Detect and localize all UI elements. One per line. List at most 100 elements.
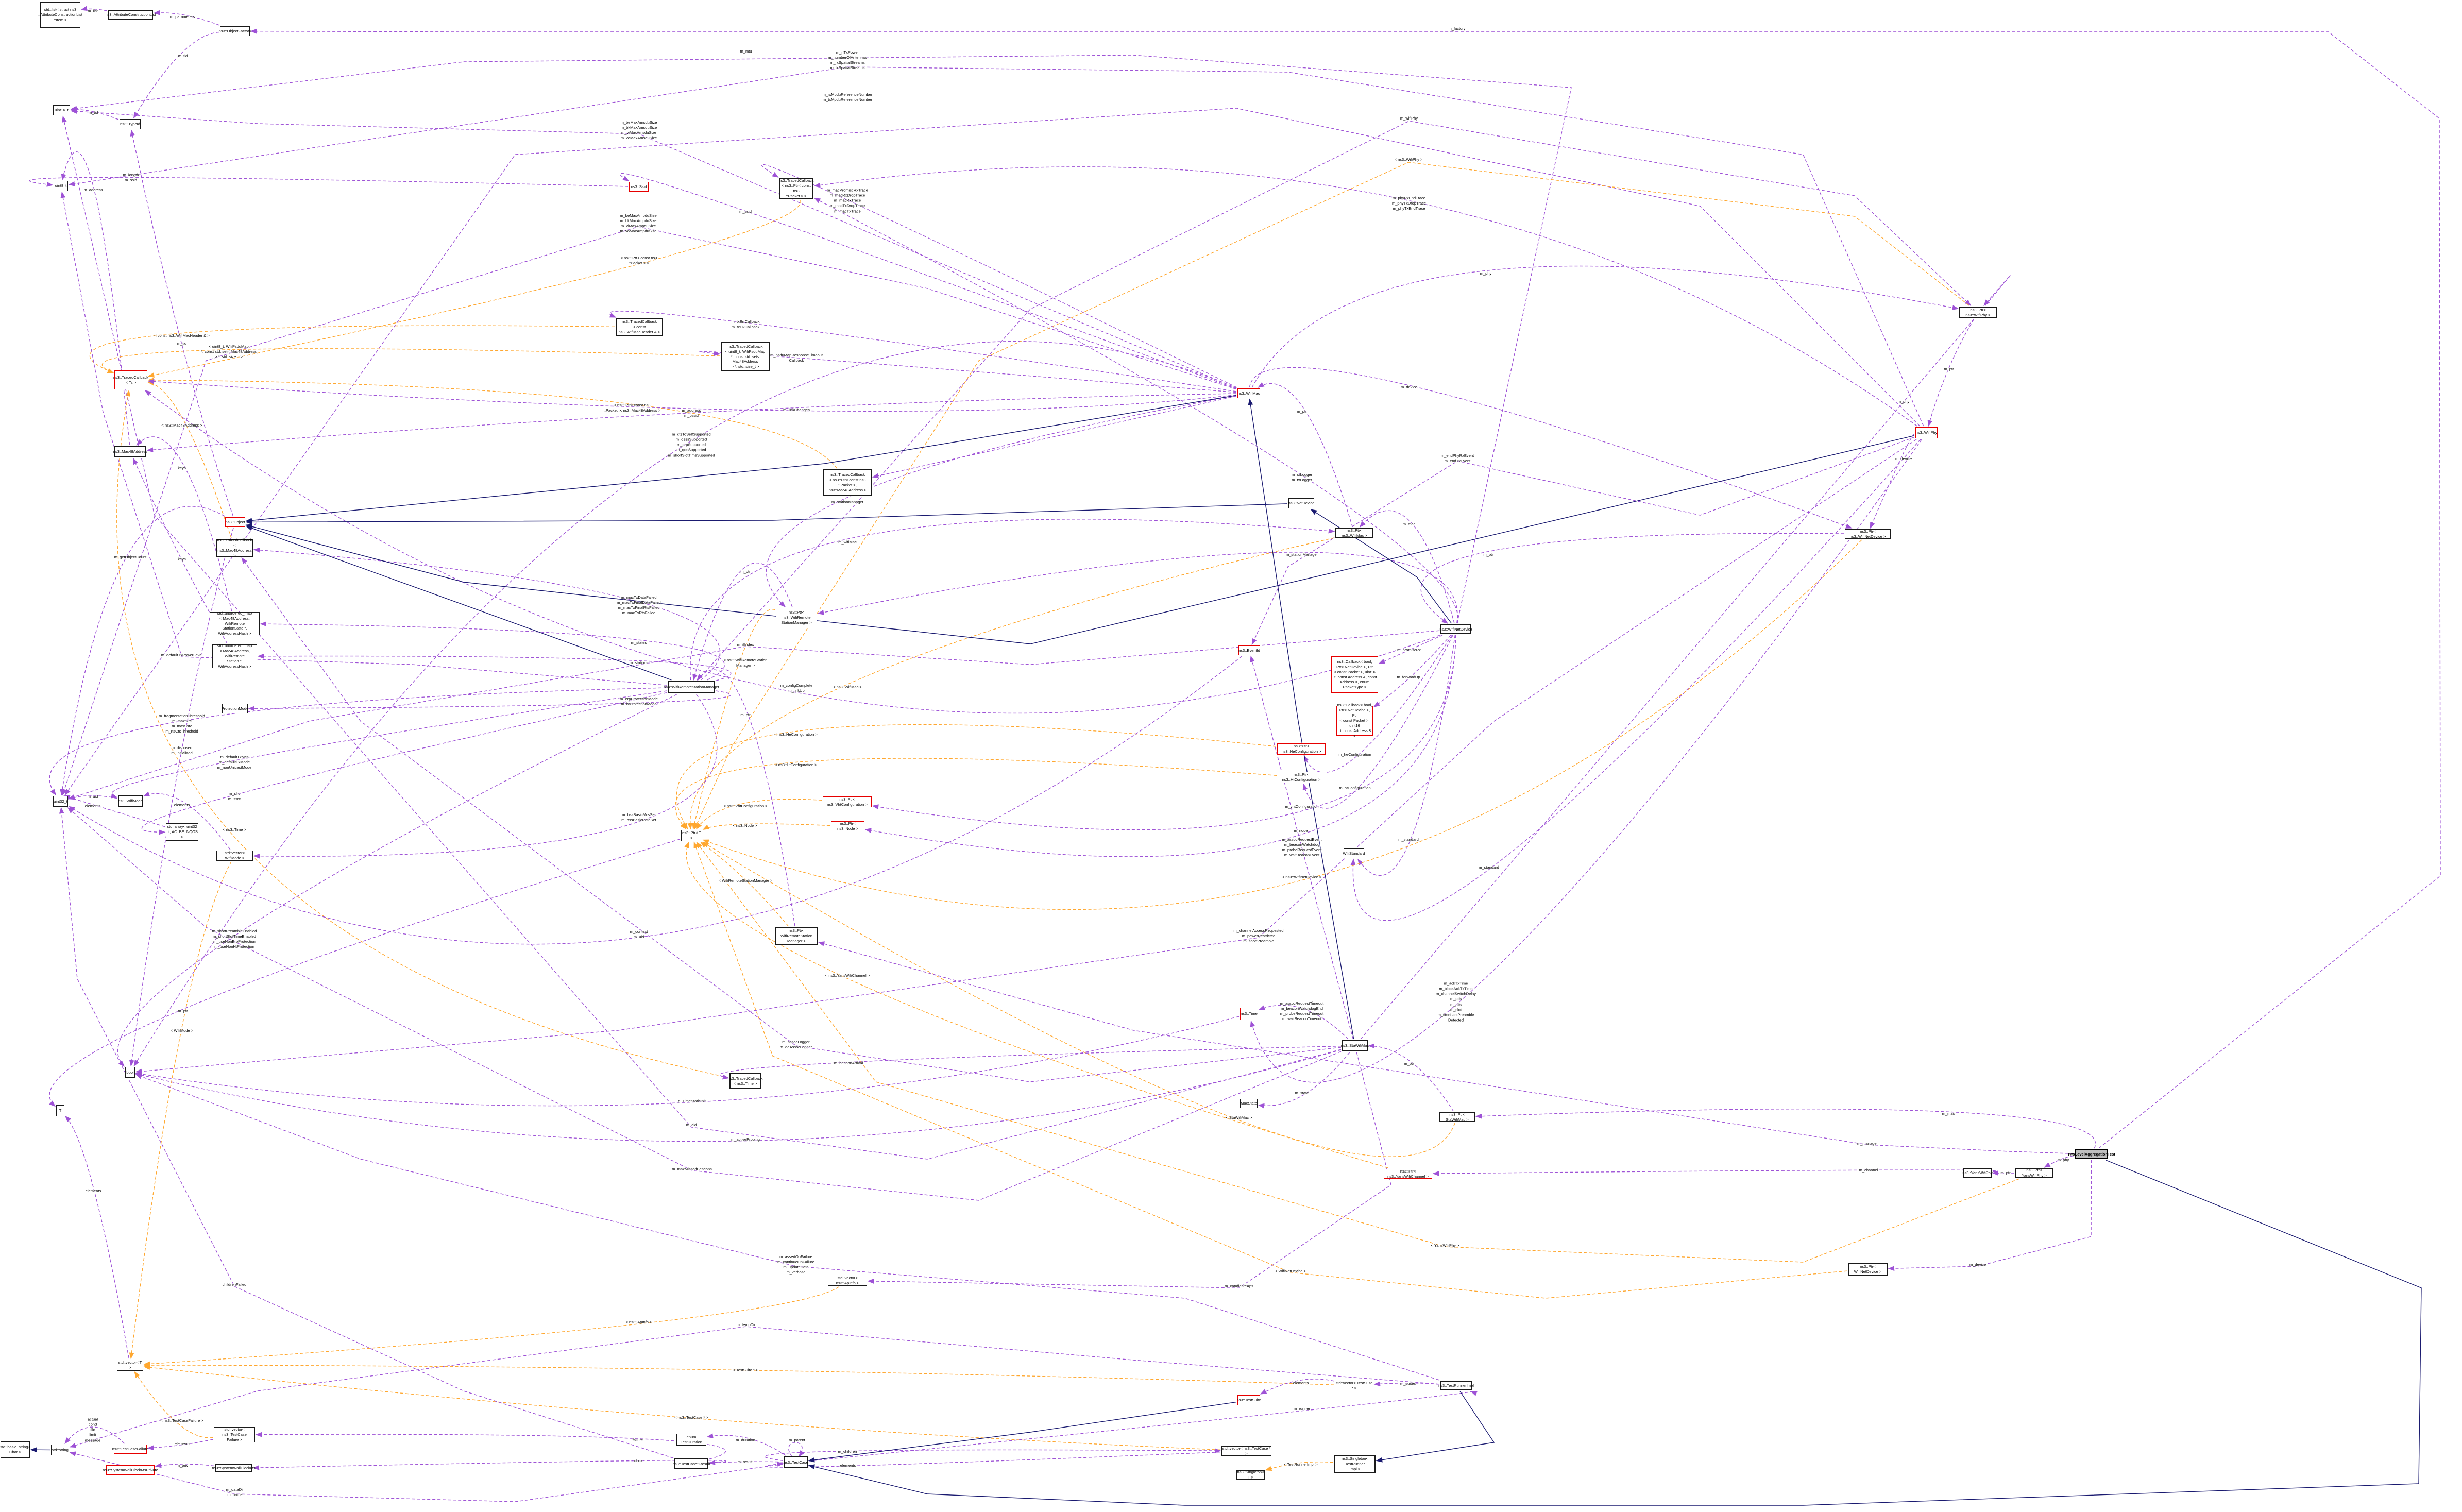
class-node-ssid[interactable]: ns3::Ssid	[629, 182, 649, 192]
class-node-time[interactable]: ns3::Time	[1240, 1008, 1258, 1020]
class-node-stawifimac[interactable]: ns3::StaWifiMac	[1341, 1040, 1369, 1051]
class-node-tc-packet[interactable]: ns3::TracedCallback < ns3::Ptr< const ns…	[778, 178, 814, 199]
class-node-swcm-private[interactable]: ns3::SystemWallClockMsPrivate	[103, 1465, 158, 1475]
class-node-vec-t[interactable]: std::vector< T >	[117, 1360, 143, 1371]
member-edge-wrsm-to-uint8_t	[60, 191, 667, 686]
class-node-wifinetdevice[interactable]: ns3::WifiNetDevice	[1439, 624, 1472, 634]
class-node-ptr-wrsm1[interactable]: ns3::Ptr< ns3::WifiRemote StationManager…	[776, 608, 817, 627]
class-node-vec-testsuite[interactable]: std::vector< TestSuite * >	[1335, 1380, 1373, 1390]
class-node-testcasefailure[interactable]: ns3::TestCaseFailure	[112, 1445, 148, 1454]
inheritance-edge-wifinetdevice-to-netdevice	[1310, 509, 1452, 624]
class-node-uint16-t[interactable]: uint16_t	[53, 105, 70, 115]
template-edge-singleton_tri-to-singleton_t	[1265, 1461, 1334, 1471]
class-node-ptr-wifinetdev-r[interactable]: ns3::Ptr< ns3::WifiNetDevice >	[1845, 529, 1891, 539]
class-node-netdevice[interactable]: ns3::NetDevice	[1288, 498, 1314, 508]
member-edge-wifinetdevice-to-tc_packet	[813, 197, 1458, 624]
template-edge-tc_packet-to-tc_ts	[147, 199, 801, 378]
member-edge-tlat-to-ptr_yansphy	[2044, 1155, 2074, 1168]
member-edge-wifiphy-to-eventid	[1251, 436, 1915, 645]
template-edge-ptr_stawifimac-to-ptr_t	[702, 842, 1455, 1157]
class-node-yanswifiphy[interactable]: ns3::YansWifiPhy	[1962, 1168, 1993, 1178]
class-node-acl[interactable]: ns3::AttributeConstructionList	[106, 10, 156, 20]
class-node-callback5[interactable]: ns3::Callback< bool, Ptr< NetDevice >, P…	[1336, 703, 1373, 738]
class-node-basic-string[interactable]: std::basic_string< Char >	[0, 1441, 30, 1458]
class-node-enum-testduration[interactable]: enum TestDuration	[676, 1434, 706, 1446]
class-node-ptr-t[interactable]: ns3::Ptr< T >	[681, 830, 702, 841]
member-edge-object-to-uint32_t	[60, 506, 225, 796]
class-node-ptr-yanschannel[interactable]: ns3::Ptr< ns3::YansWifiChannel >	[1384, 1169, 1432, 1179]
class-node-wifimode[interactable]: ns3::WifiMode	[118, 795, 143, 807]
class-node-ptr-vht[interactable]: ns3::Ptr< ns3::VhtConfiguration >	[823, 796, 872, 807]
class-node-object[interactable]: ns3::Object	[225, 517, 245, 527]
class-node-tc-time[interactable]: ns3::TracedCallback < ns3::Time >	[727, 1073, 763, 1089]
class-node-uint8-t[interactable]: uint8_t	[54, 181, 68, 191]
class-node-ptr-yansphy[interactable]: ns3::Ptr< YansWifiPhy >	[2015, 1168, 2053, 1178]
template-edge-vec_testsuite-to-vec_t	[143, 1363, 1334, 1385]
class-node-swcm[interactable]: ns3::SystemWallClockMs	[212, 1464, 256, 1472]
class-node-ptr-wifiphy[interactable]: ns3::Ptr< ns3::WifiPhy >	[1959, 307, 1997, 318]
class-node-singleton-t[interactable]: ns3::Singleton< T >	[1236, 1470, 1265, 1480]
class-node-ptr-stawifimac[interactable]: ns3::Ptr< StaWifiMac >	[1439, 1112, 1475, 1122]
class-node-tc-mac48[interactable]: ns3::TracedCallback < ns3::Mac48Address …	[216, 538, 253, 558]
class-node-ptr-ht[interactable]: ns3::Ptr< ns3::HtConfiguration >	[1278, 772, 1325, 783]
member-edge-mac48-to-uint8_t	[61, 151, 130, 446]
class-node-T[interactable]: T	[56, 1105, 64, 1116]
class-node-vec-apinfo[interactable]: std::vector< ns3::ApInfo >	[828, 1276, 867, 1286]
member-edge-wrsm-to-vec_wifimode	[253, 694, 718, 859]
class-node-tc-psdumap[interactable]: ns3::TracedCallback < uint8_t, WifiPsduM…	[721, 342, 770, 371]
class-node-std-list-item[interactable]: std::list< struct ns3 ::AttributeConstru…	[38, 2, 82, 28]
member-edge-object-to-bool	[129, 528, 234, 1067]
class-node-testrunnerimpl[interactable]: ns3::TestRunnerImpl	[1438, 1381, 1474, 1390]
class-node-bool[interactable]: bool	[125, 1067, 135, 1078]
member-edge-stawifimac-to-tc_mac48	[241, 557, 1342, 1082]
template-edge-ptr_wifinetdev_r-to-ptr_t	[702, 539, 1862, 910]
class-node-eventid[interactable]: ns3::EventId	[1238, 645, 1260, 655]
class-node-uint32-t[interactable]: uint32_t	[53, 796, 68, 807]
member-edge-vec_t-to-T	[65, 1115, 129, 1359]
class-node-ptr-he[interactable]: ns3::Ptr< ns3::HeConfiguration >	[1277, 743, 1326, 755]
class-node-vec-tcf[interactable]: std::vector< ns3::TestCase Failure >	[214, 1427, 255, 1442]
class-node-tc-ts[interactable]: ns3::TracedCallback < Ts >	[113, 370, 148, 389]
class-node-tc-wmh[interactable]: ns3::TracedCallback < const ns3::WifiMac…	[616, 318, 663, 336]
member-edge-object_factory-to-typeid	[133, 31, 219, 119]
class-node-vec-wifimode[interactable]: std::vector< WifiMode >	[216, 851, 253, 861]
member-edge-stawifimac-to-uint32_t	[67, 807, 1342, 1201]
member-edge-testrunnerimpl-to-std_string	[69, 1326, 1439, 1448]
class-node-mac48[interactable]: ns3::Mac48Address	[113, 446, 147, 457]
member-edge-wifinetdevice-to-ptr_node	[864, 635, 1456, 857]
class-node-ptr-node[interactable]: ns3::Ptr< ns3::Node >	[831, 821, 864, 831]
class-node-ptr-wifimac[interactable]: ns3::Ptr< ns3::WifiMac >	[1335, 528, 1373, 538]
member-edge-wrsm-to-ptr_wifiphy	[698, 121, 1972, 681]
class-node-ptr-wifinetdev-b[interactable]: ns3::Ptr< WifiNetDevice >	[1848, 1263, 1888, 1276]
class-node-wrsm[interactable]: ns3::WifiRemoteStationManager	[664, 681, 719, 693]
class-node-ptr-wrsm2[interactable]: ns3::Ptr< WifiRemoteStation Manager >	[775, 927, 818, 945]
class-node-singleton-tri[interactable]: ns3::Singleton< TestRunner Impl >	[1334, 1455, 1376, 1473]
class-node-tlat[interactable]: TwoLevelAggregationTest	[2067, 1149, 2115, 1159]
member-edge-tlat-to-ptr_stawifimac	[1475, 1108, 2096, 1149]
class-node-wifiphy[interactable]: ns3::WifiPhy	[1915, 427, 1938, 438]
member-edge-tlat-to-ptr_wrsm2	[818, 941, 2074, 1154]
member-edge-wifimac-to-tc_packet	[761, 164, 1237, 388]
class-node-wifimac[interactable]: ns3::WifiMac	[1237, 388, 1260, 398]
member-edge-ptr_wrsm2-to-wrsm	[697, 669, 795, 927]
class-node-testcase[interactable]: ns3::TestCase	[784, 1456, 808, 1468]
class-node-umap-state[interactable]: std::unordered_map < Mac48Address, WifiR…	[210, 611, 260, 636]
member-edge-wifiphy-to-uint8_t	[68, 66, 1924, 427]
class-node-tc-packet-mac48[interactable]: ns3::TracedCallback < ns3::Ptr< const ns…	[823, 469, 872, 496]
class-node-vec-testcase-ptr[interactable]: std::vector< ns3::TestCase * >	[1221, 1446, 1271, 1456]
template-edge-tc_packet_mac48-to-tc_ts	[147, 377, 837, 469]
class-node-std-string[interactable]: std::string	[51, 1445, 69, 1455]
class-node-wifistandard[interactable]: WifiStandard	[1343, 848, 1365, 858]
class-node-object-factory[interactable]: ns3::ObjectFactory	[219, 26, 251, 36]
class-node-arr-uint32[interactable]: std::array< uint32 _t, AC_BE_NQOS >	[166, 823, 198, 841]
member-edge-eventid-to-uint32_t	[68, 656, 1242, 945]
class-node-callback7[interactable]: ns3::Callback< bool, Ptr< NetDevice >, P…	[1331, 656, 1378, 693]
class-node-macstate[interactable]: MacState	[1240, 1099, 1258, 1108]
member-edge-wifimac-to-uint32_t	[62, 226, 1237, 796]
class-node-typeid[interactable]: ns3::TypeId	[120, 119, 141, 129]
class-node-umap-station[interactable]: std::unordered_map < Mac48Address, WifiR…	[212, 643, 257, 669]
class-node-testcase-result[interactable]: ns3::TestCase::Result	[673, 1458, 710, 1469]
class-node-testsuite[interactable]: ns3::TestSuite	[1236, 1395, 1261, 1405]
class-node-protection-mode[interactable]: ProtectionMode	[222, 704, 248, 713]
member-edge-wrsm-to-tc_mac48	[253, 547, 721, 681]
